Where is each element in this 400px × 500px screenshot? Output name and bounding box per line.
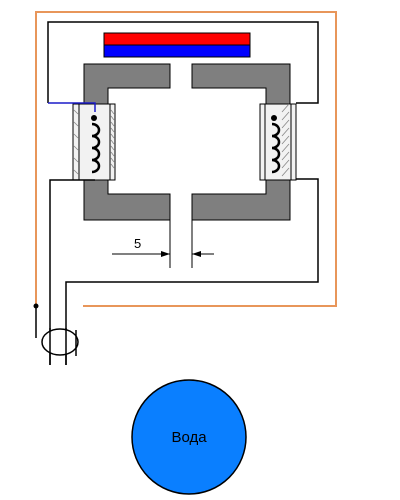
core-left-half [83, 63, 171, 221]
left-coil-lower-wire [49, 179, 95, 365]
left-coil-start-dot [91, 115, 97, 121]
top-wire-loop [47, 21, 319, 104]
left-coil [72, 103, 116, 181]
clamp-meter-symbol [41, 328, 79, 365]
right-coil-lower-wire [65, 178, 319, 365]
right-coil-start-dot [271, 115, 277, 121]
water-circle [131, 379, 247, 495]
gap-dimension: 5 [112, 220, 214, 268]
water-label: Вода [171, 429, 207, 446]
left-coil-blue-lead [48, 102, 96, 112]
magnet-red-half [103, 32, 251, 46]
right-coil [259, 103, 297, 181]
orange-wire-loop [35, 11, 337, 307]
magnet-blue-half [103, 44, 251, 58]
gap-value-label: 5 [134, 236, 141, 251]
